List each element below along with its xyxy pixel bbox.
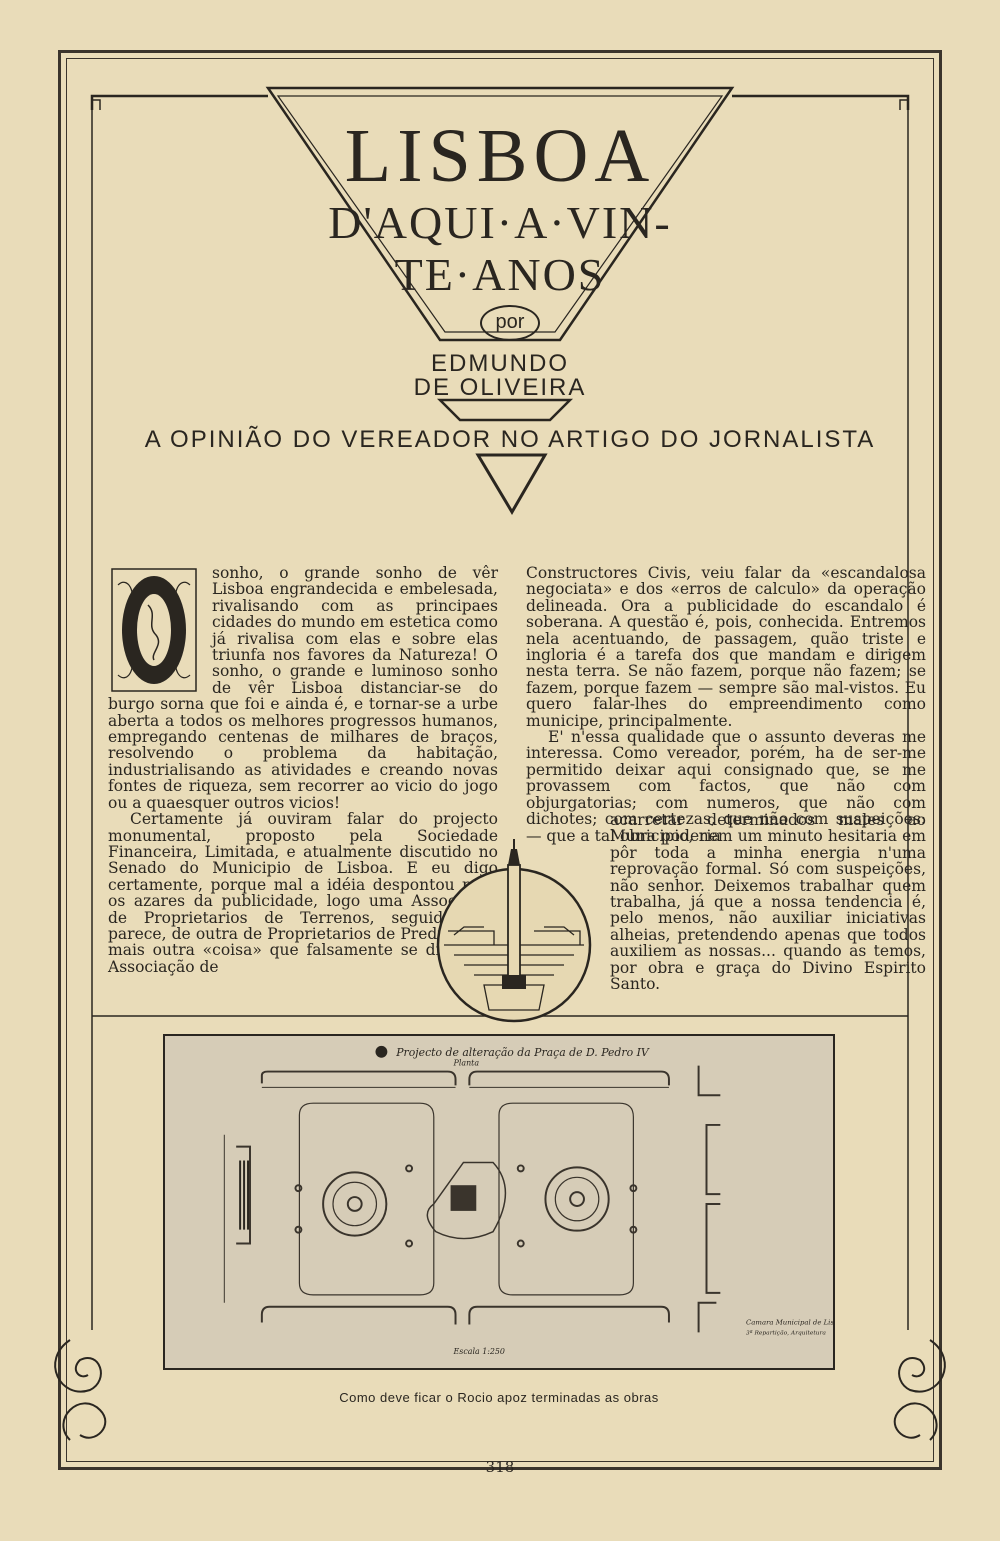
article-paragraph: E' n'essa qualidade que o assunto devera… [526,728,926,845]
article-right-column-continued: acarretar determinados males ao Municipi… [610,811,926,994]
monument-vignette-illustration [436,839,592,1023]
title-block: LISBOA D'AQUI·A·VIN- TE·ANOS [260,110,740,298]
author-line-1: EDMUNDO [431,350,569,377]
plan-caption: Como deve ficar o Rocio apoz terminadas … [339,1390,659,1405]
article-paragraph: Constructores Civis, veiu falar da «esca… [526,564,926,730]
article-left-column: sonho, o grande sonho de vêr Lisboa engr… [108,565,498,995]
article-subtitle: A OPINIÃO DO VEREADOR NO ARTIGO DO JORNA… [144,426,876,453]
plan-drawing: Projecto de alteração da Praça de D. Ped… [163,1034,847,1370]
article-paragraph: acarretar determinados males ao Municipi… [610,811,926,994]
plan-stamp-line-2: 3ª Repartição, Arquitetura [746,1329,826,1336]
author-line-2: DE OLIVEIRA [413,374,587,401]
plan-scale: Escala 1:250 [453,1347,505,1356]
title-line-3: TE·ANOS [394,249,606,300]
plan-heading: Projecto de alteração da Praça de D. Ped… [395,1046,650,1059]
page-border [58,50,942,1470]
article-paragraph: Certamente já ouviram falar do projecto … [108,810,498,976]
plan-drawing-svg: Projecto de alteração da Praça de D. Ped… [223,1046,847,1356]
title-line-2: D'AQUI·A·VIN- [328,197,672,248]
byline-por: por [480,305,540,341]
page-number: 318 [485,1458,515,1476]
title-main: LISBOA [344,114,656,198]
plan-heading-sub: Planta [453,1059,480,1068]
article-right-column: Constructores Civis, veiu falar da «esca… [526,564,926,844]
plan-stamp-line-1: Camara Municipal de Lisboa [746,1319,833,1327]
article-paragraph: sonho, o grande sonho de vêr Lisboa engr… [108,564,498,812]
dropcap-o-ornament [111,568,197,692]
